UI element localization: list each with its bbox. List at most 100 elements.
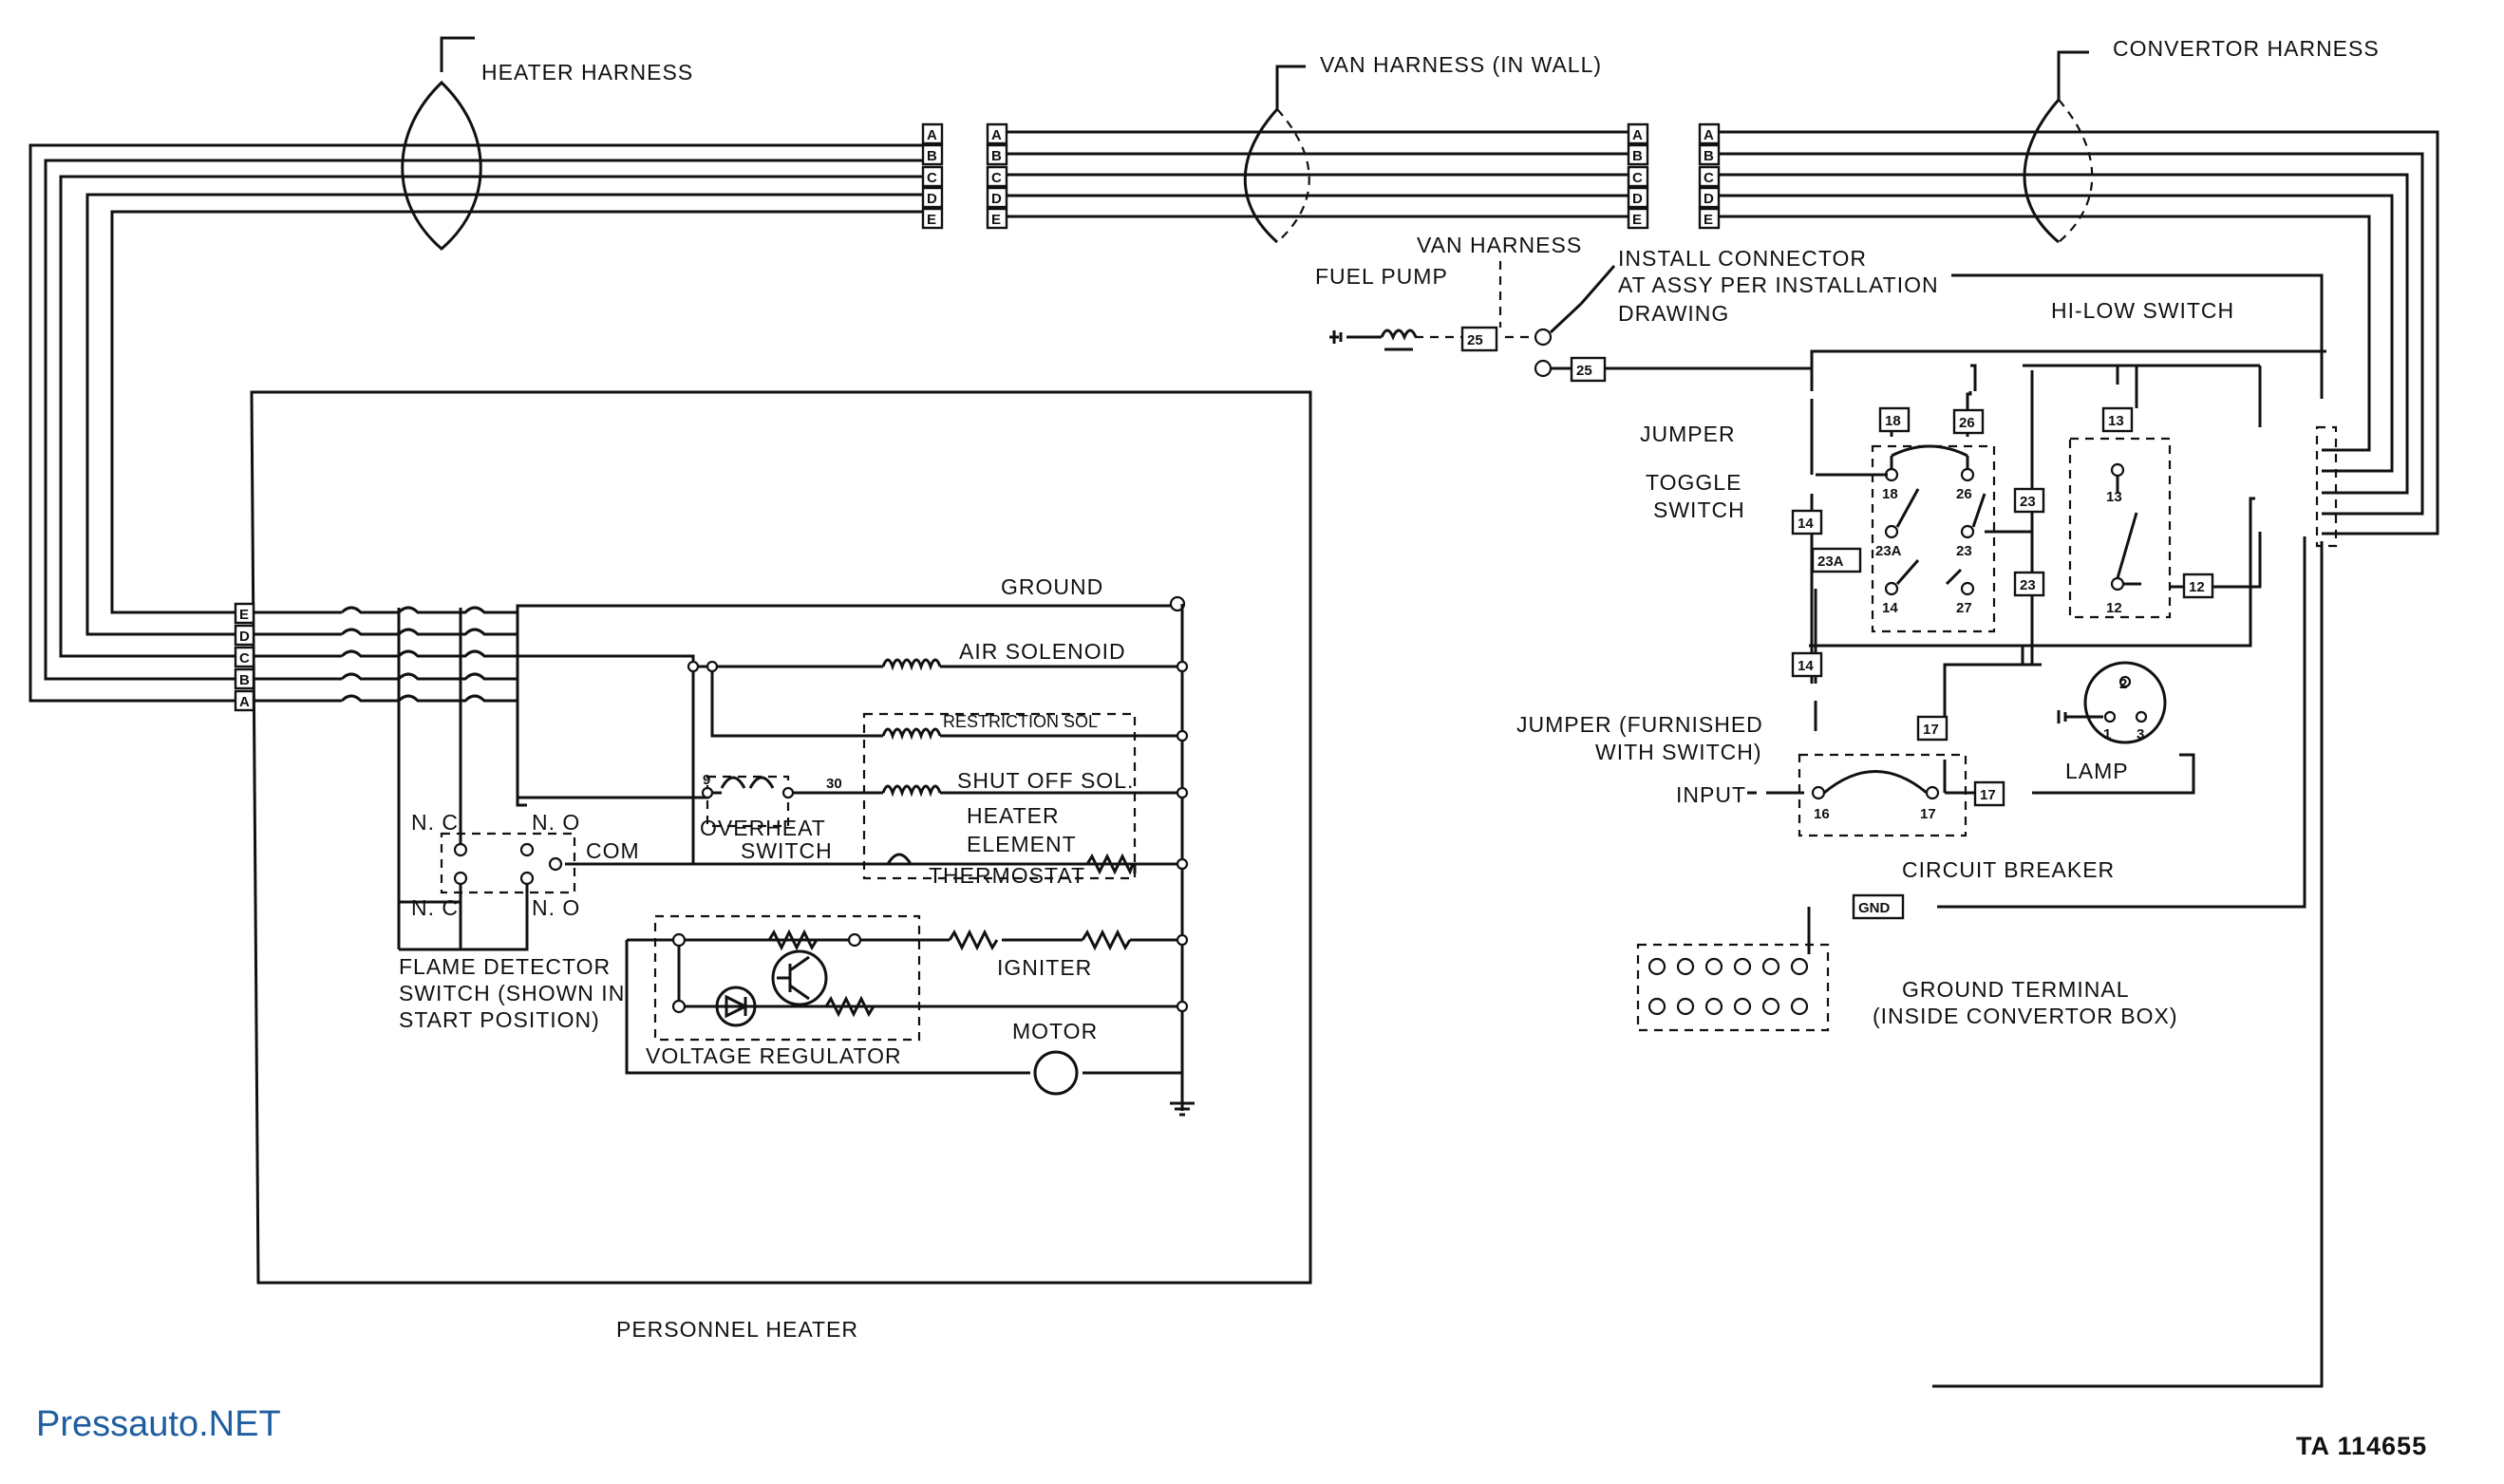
terminal-n23A: 23A — [1875, 543, 1902, 559]
wire-tag-t23a: 23 — [2013, 487, 2045, 514]
connector-pin-b: B — [1627, 143, 1649, 166]
shut-off-sol-label: SHUT OFF SOL. — [957, 768, 1134, 793]
svg-text:E: E — [927, 212, 936, 228]
svg-text:D: D — [239, 629, 250, 645]
terminal-n16: 16 — [1814, 806, 1830, 822]
igniter-label: IGNITER — [997, 955, 1092, 980]
terminal-n13: 13 — [2106, 489, 2122, 505]
ground-terminal-line2: (INSIDE CONVERTOR BOX) — [1873, 1004, 2177, 1028]
connector-pin-d: D — [986, 186, 1008, 209]
circuit-breaker-box — [1798, 753, 1967, 837]
ta-number: TA 114655 — [2296, 1432, 2427, 1460]
svg-text:E: E — [1632, 212, 1642, 228]
svg-text:E: E — [1704, 212, 1713, 228]
svg-text:B: B — [991, 148, 1002, 164]
heater-pin-a: A — [234, 689, 255, 712]
svg-text:B: B — [1704, 148, 1714, 164]
ground-terminal-hole — [1647, 957, 1666, 976]
svg-text:D: D — [1632, 191, 1643, 207]
lamp-label: LAMP — [2065, 759, 2129, 783]
ground-terminal-hole — [1733, 997, 1752, 1016]
circuit-breaker-label: CIRCUIT BREAKER — [1902, 857, 2115, 882]
shut-off-sol-coil — [881, 784, 942, 798]
install-connector-line3: DRAWING — [1618, 301, 1729, 326]
svg-text:12: 12 — [2189, 579, 2205, 595]
svg-text:D: D — [927, 191, 937, 207]
flame-detector-line2: SWITCH (SHOWN IN — [399, 981, 625, 1005]
terminal-n14: 14 — [1882, 600, 1898, 616]
connector-pin-e: E — [986, 207, 1008, 230]
heater-element-resistor — [948, 929, 1132, 951]
heater-element-label-1: HEATER — [967, 803, 1060, 828]
svg-text:17: 17 — [1923, 722, 1939, 738]
ground-terminal-hole — [1704, 957, 1723, 976]
ground-terminal-holes — [1647, 957, 1809, 1016]
connector-pin-b: B — [986, 143, 1008, 166]
air-solenoid-label: AIR SOLENOID — [959, 639, 1126, 664]
wire-tag-t23A: 23A — [1811, 547, 1862, 573]
heater-harness-symbol — [401, 36, 482, 251]
svg-text:A: A — [239, 694, 250, 710]
terminal-lamp3: 3 — [2137, 726, 2144, 742]
motor-symbol — [1033, 1050, 1079, 1096]
flame-detector-line3: START POSITION) — [399, 1007, 600, 1032]
nc-label-bottom: N. C — [411, 895, 459, 920]
svg-text:14: 14 — [1798, 658, 1814, 674]
toggle-switch-label-2: SWITCH — [1653, 498, 1745, 522]
convertor-link-dashed — [2315, 425, 2338, 548]
convertor-wiring — [1747, 349, 2326, 1388]
restriction-sol-coil — [881, 727, 942, 741]
hi-low-switch-label: HI-LOW SWITCH — [2051, 298, 2234, 323]
terminal-n17: 17 — [1920, 806, 1936, 822]
no-label-bottom: N. O — [532, 895, 580, 920]
svg-text:A: A — [927, 127, 937, 143]
van-harness-wall-label: VAN HARNESS (IN WALL) — [1320, 52, 1602, 77]
install-connector-line2: AT ASSY PER INSTALLATION — [1618, 272, 1939, 297]
jumper-furnished-line2: WITH SWITCH) — [1595, 740, 1762, 764]
wire-tag-t18: 18 — [1878, 406, 1911, 433]
voltage-regulator — [671, 929, 875, 1027]
ground-terminal-hole — [1676, 997, 1695, 1016]
wire-tag-t12: 12 — [2182, 573, 2214, 599]
wire-tag-t23b: 23 — [2013, 571, 2045, 597]
svg-text:B: B — [927, 148, 937, 164]
ground-terminal-hole — [1676, 957, 1695, 976]
svg-text:C: C — [1704, 170, 1714, 186]
connector-pin-c: C — [921, 165, 944, 188]
wire-tag-t26: 26 — [1952, 408, 1985, 435]
overheat-pin-30: 30 — [826, 776, 842, 792]
connector-pin-d: D — [1627, 186, 1649, 209]
watermark: Pressauto.NET — [36, 1404, 281, 1444]
connector-pin-c: C — [986, 165, 1008, 188]
jumper-label: JUMPER — [1640, 422, 1736, 446]
wire-tag-t14a: 14 — [1791, 509, 1823, 535]
hi-low-switch-box — [2068, 437, 2172, 619]
svg-text:C: C — [927, 170, 937, 186]
svg-text:E: E — [991, 212, 1001, 228]
svg-text:26: 26 — [1959, 415, 1975, 431]
connector-pin-e: E — [1627, 207, 1649, 230]
restriction-sol-label: RESTRICTION SOL — [943, 712, 1098, 731]
com-label: COM — [586, 838, 640, 863]
ground-terminal-hole — [1733, 957, 1752, 976]
svg-text:A: A — [991, 127, 1002, 143]
terminal-lamp1: 1 — [2103, 726, 2111, 742]
svg-text:14: 14 — [1798, 516, 1814, 532]
flame-detector-switch — [453, 836, 563, 949]
connector-pin-a: A — [986, 122, 1008, 145]
heater-pin-d: D — [234, 624, 255, 647]
ground-terminal-hole — [1790, 957, 1809, 976]
svg-text:23: 23 — [2020, 577, 2036, 593]
wire-tag-t25a: 25 — [1460, 326, 1498, 352]
svg-text:B: B — [1632, 148, 1643, 164]
connector-pin-b: B — [1698, 143, 1721, 166]
svg-text:C: C — [991, 170, 1002, 186]
wire-tag-t13: 13 — [2101, 406, 2134, 433]
terminal-n26: 26 — [1956, 486, 1972, 502]
svg-text:D: D — [991, 191, 1002, 207]
overheat-switch-label-1: OVERHEAT — [700, 816, 826, 840]
